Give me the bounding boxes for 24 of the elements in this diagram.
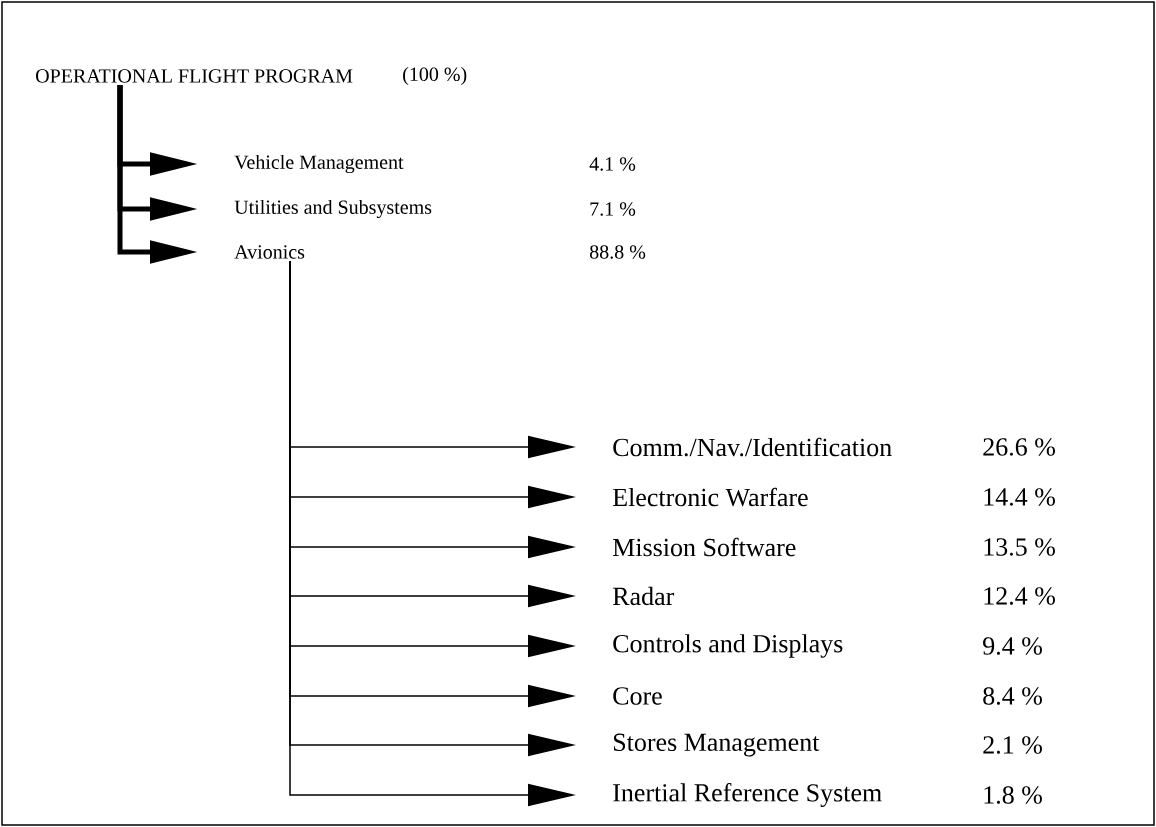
node-label: Controls and Displays (613, 634, 843, 658)
percentage-label: 13.5 % (984, 538, 1055, 556)
percentage-label: 88.8 % (590, 245, 646, 259)
percentage-label: 14.4 % (984, 488, 1055, 506)
node-label: Stores Management (613, 733, 820, 757)
percentage-label: 8.4 % (983, 687, 1042, 705)
node-label: Inertial Reference System (613, 783, 882, 807)
percentage-label: 26.6 % (983, 438, 1055, 456)
node-label: Vehicle Management (234, 154, 404, 174)
node-label: Comm./Nav./Identification (613, 437, 892, 457)
percentage-label: 12.4 % (984, 587, 1055, 605)
node-label: Avionics (234, 245, 305, 259)
node-label: Electronic Warfare (612, 487, 808, 507)
node-label: Utilities and Subsystems (234, 199, 432, 219)
percentage-label: 4.1 % (589, 157, 636, 171)
percentage-label: 1.8 % (984, 786, 1042, 804)
node-label: OPERATIONAL FLIGHT PROGRAM (36, 69, 353, 83)
percentage-label: 2.1 % (983, 736, 1042, 754)
percentage-label: (100 %) (403, 66, 467, 86)
percentage-label: 9.4 % (983, 637, 1042, 655)
node-label: Core (613, 687, 662, 705)
percentage-label: 7.1 % (590, 202, 636, 216)
node-label: Radar (612, 586, 675, 606)
node-label: Mission Software (612, 537, 796, 557)
